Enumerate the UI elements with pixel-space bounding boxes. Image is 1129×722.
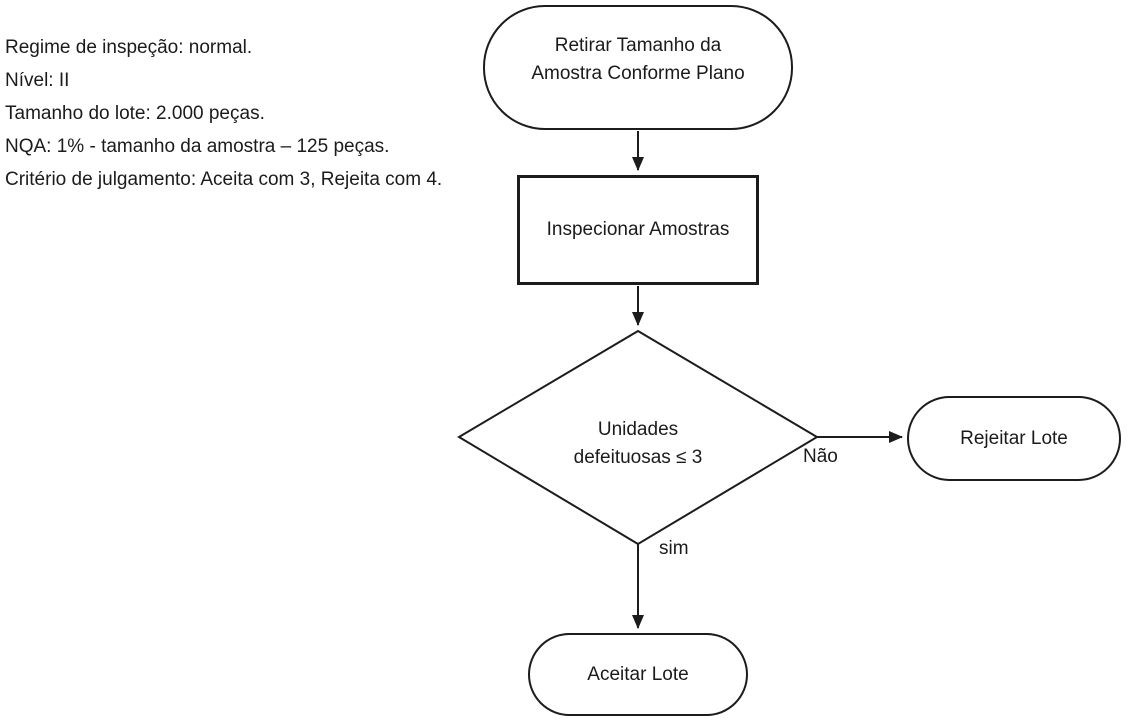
info-line-nqa: NQA: 1% - tamanho da amostra – 125 peças… <box>5 136 390 157</box>
edge-label-nao: Não <box>803 446 838 467</box>
node-decision-label: Unidades defeituosas ≤ 3 <box>573 419 703 468</box>
info-line-regime: Regime de inspeção: normal. <box>5 37 253 58</box>
node-reject-terminator: Rejeitar Lote <box>907 396 1121 481</box>
node-reject-label: Rejeitar Lote <box>960 427 1068 449</box>
info-line-criterio: Critério de julgamento: Aceita com 3, Re… <box>5 169 443 190</box>
info-line-lote: Tamanho do lote: 2.000 peças. <box>5 103 265 124</box>
info-line-nivel: Nível: II <box>5 70 70 91</box>
node-accept-terminator: Aceitar Lote <box>528 633 748 716</box>
node-inspect-label: Inspecionar Amostras <box>546 219 730 240</box>
inspection-info-block: Regime de inspeção: normal. Nível: II Ta… <box>5 31 442 196</box>
node-start-label: Retirar Tamanho da Amostra Conforme Plan… <box>531 34 745 84</box>
node-accept-label: Aceitar Lote <box>587 663 689 685</box>
node-start-terminator: Retirar Tamanho da Amostra Conforme Plan… <box>483 5 793 130</box>
node-inspect-process: Inspecionar Amostras <box>517 175 759 285</box>
edge-label-sim: sim <box>659 538 689 559</box>
